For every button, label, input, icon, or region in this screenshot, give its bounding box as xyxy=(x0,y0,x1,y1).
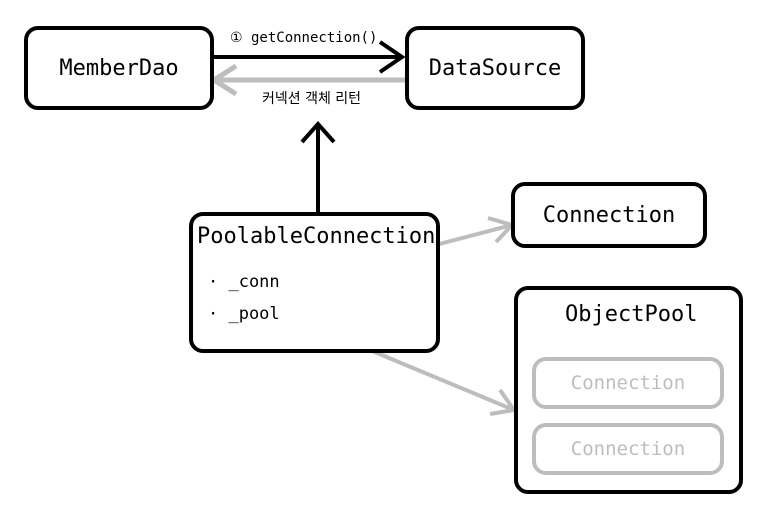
member-dao-label: MemberDao xyxy=(59,55,179,81)
return-connection-arrowhead xyxy=(209,63,238,97)
pooled-connection-2-label: Connection xyxy=(570,438,686,460)
object-pool-label: ObjectPool xyxy=(565,302,698,327)
get-connection-arrowhead xyxy=(378,40,406,74)
get-connection-label: ① getConnection() xyxy=(230,30,378,46)
implements-arrowhead xyxy=(300,120,336,144)
data-source-node: DataSource xyxy=(405,26,585,110)
connection-node: Connection xyxy=(511,182,707,248)
pooled-connection-1-label: Connection xyxy=(570,372,686,394)
member-dao-node: MemberDao xyxy=(24,26,214,110)
connection-label: Connection xyxy=(542,202,676,228)
conn-field: · _conn xyxy=(208,272,280,292)
pooled-connection-2: Connection xyxy=(532,423,724,475)
poolable-connection-label: PoolableConnection xyxy=(197,224,436,249)
return-connection-label: 커넥션 객체 리턴 xyxy=(262,91,362,107)
pooled-connection-1: Connection xyxy=(532,357,724,409)
data-source-label: DataSource xyxy=(428,55,562,81)
pool-field: · _pool xyxy=(208,304,280,324)
poolable-connection-node xyxy=(189,212,440,353)
